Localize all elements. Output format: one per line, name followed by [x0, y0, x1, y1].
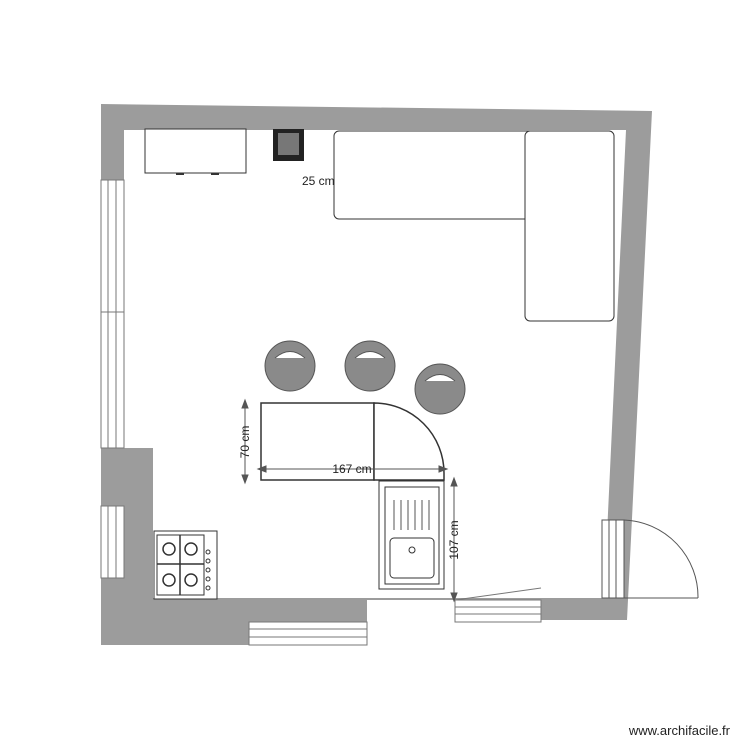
bar-counter: [260, 402, 445, 481]
dimension-label-counter-depth: 70 cm: [238, 426, 252, 459]
bottom-window: [248, 621, 368, 646]
left-window-upper: [100, 179, 125, 449]
bar-stools: [264, 340, 466, 415]
watermark: www.archifacile.fr: [628, 723, 730, 738]
l-shaped-sofa: [333, 130, 615, 322]
dimension-label-sink-length: 107 cm: [447, 520, 461, 559]
stool: [264, 340, 316, 392]
right-door: [601, 519, 699, 599]
stool: [414, 363, 466, 415]
small-appliance: [273, 129, 304, 161]
dimension-label-shelf: 25 cm: [302, 174, 335, 188]
top-left-cabinet: [144, 128, 247, 175]
left-window-lower: [100, 505, 125, 579]
stove: [153, 530, 218, 600]
dimension-sink-length: [450, 476, 458, 603]
dimension-counter-depth: [241, 398, 249, 485]
stool: [344, 340, 396, 392]
dimension-counter-length: [256, 465, 449, 473]
bottom-glass-door: [454, 587, 542, 623]
sink-cabinet: [378, 480, 445, 590]
dimension-label-counter-length: 167 cm: [332, 462, 371, 476]
